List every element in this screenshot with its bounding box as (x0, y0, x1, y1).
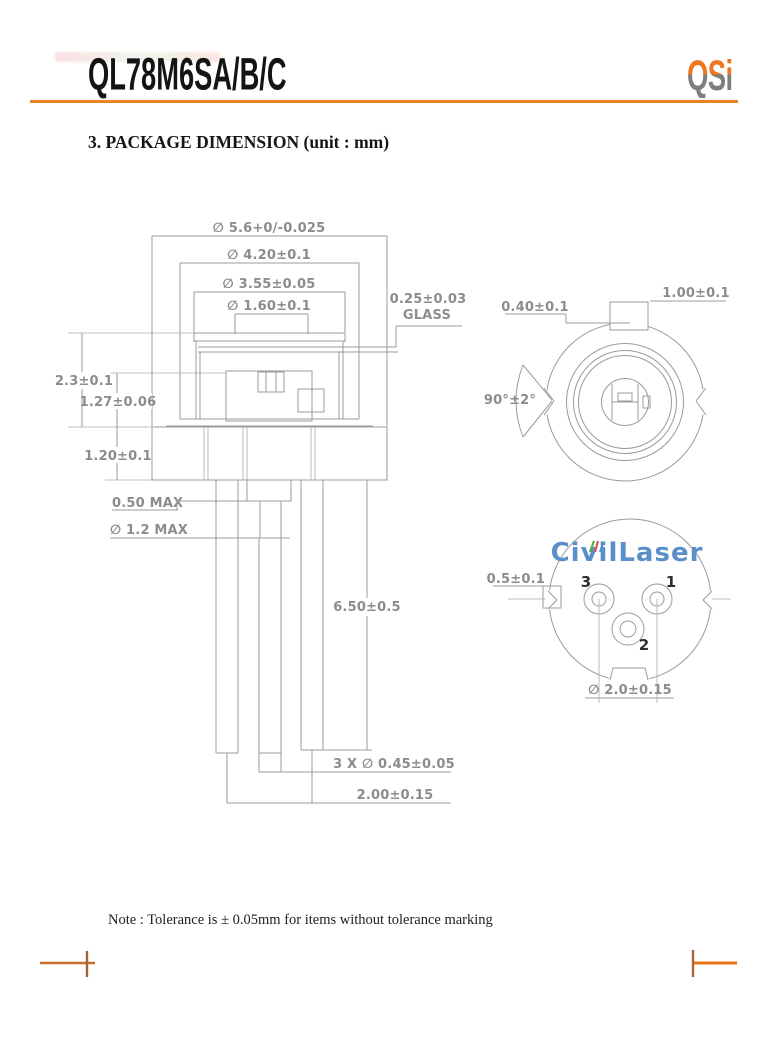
front-view: 1.00±0.1 0.40±0.1 90°±2° (484, 286, 730, 482)
section-title: 3. PACKAGE DIMENSION (unit : mm) (88, 132, 390, 152)
pin-span-dimension-line (226, 750, 451, 804)
watermark-splash-icon (588, 540, 605, 553)
glass-label: GLASS (403, 308, 451, 323)
side-view: ∅ 5.6+0/-0.025 ∅ 4.20±0.1 ∅ 3.55±0.05 ∅ … (55, 221, 467, 804)
inner-post (225, 370, 325, 422)
dim-tab-height: 0.40±0.1 (501, 300, 569, 315)
page-title: QL78M6SA/B/C (88, 48, 287, 100)
pins (215, 479, 324, 754)
header-divider (30, 100, 738, 103)
stem-leader-line (112, 500, 247, 511)
can-outline (166, 332, 398, 427)
qsi-logo: QSi (687, 52, 733, 100)
dim-flange-thickness: 1.20±0.1 (84, 449, 152, 464)
dim-bead-diameter: ∅ 1.2 MAX (110, 523, 188, 538)
notch-angle-indicator (515, 364, 553, 438)
dim-pin-span: 2.00±0.15 (357, 788, 434, 803)
pin-2-label: 2 (639, 636, 649, 654)
glass-leader-line (395, 325, 462, 347)
pin-1-label: 1 (666, 573, 676, 591)
dim-stem-max: 0.50 MAX (112, 496, 183, 511)
dim-glass-thickness: 0.25±0.03 (390, 292, 467, 307)
civillaser-watermark: CivilLaser (551, 538, 704, 568)
diameter-dimension-lines (151, 235, 388, 426)
height-dimension-lines (57, 332, 226, 481)
dim-post-height: 1.27±0.06 (80, 395, 157, 410)
dim-cap-base-diameter: ∅ 4.20±0.1 (227, 248, 311, 263)
bottom-view-notches (542, 585, 713, 684)
tab-height-leader (505, 313, 630, 324)
tolerance-note: Note : Tolerance is ± 0.05mm for items w… (108, 912, 493, 928)
dim-flange-diameter: ∅ 5.6+0/-0.025 (213, 221, 326, 236)
index-tab (609, 301, 649, 331)
dim-pin-diameter: 3 X ∅ 0.45±0.05 (333, 757, 455, 772)
window-chip-detail (611, 384, 651, 420)
pin-3-label: 3 (581, 573, 591, 591)
dim-pin-circle-diameter: ∅ 2.0±0.15 (588, 683, 672, 698)
flange (151, 426, 388, 481)
dim-window-diameter: ∅ 1.60±0.1 (227, 299, 311, 314)
bottom-view: CivilLaser 3 1 2 0.5±0.1 ∅ 2.0±0.15 (487, 518, 731, 703)
dim-cap-body-diameter: ∅ 3.55±0.05 (223, 277, 316, 292)
dim-cap-height: 2.3±0.1 (55, 374, 113, 389)
crop-marks (40, 950, 737, 977)
dim-notch-angle: 90°±2° (484, 393, 536, 408)
dim-pin-length: 6.50±0.5 (333, 600, 401, 615)
pin-length-dimension-line (323, 479, 387, 751)
pin-diameter-dimension-line (258, 753, 451, 773)
dim-tab-width: 1.00±0.1 (662, 286, 730, 301)
dim-notch-depth: 0.5±0.1 (487, 572, 545, 587)
faint-watermark-residue (55, 52, 220, 62)
bottom-view-pins (583, 583, 673, 703)
